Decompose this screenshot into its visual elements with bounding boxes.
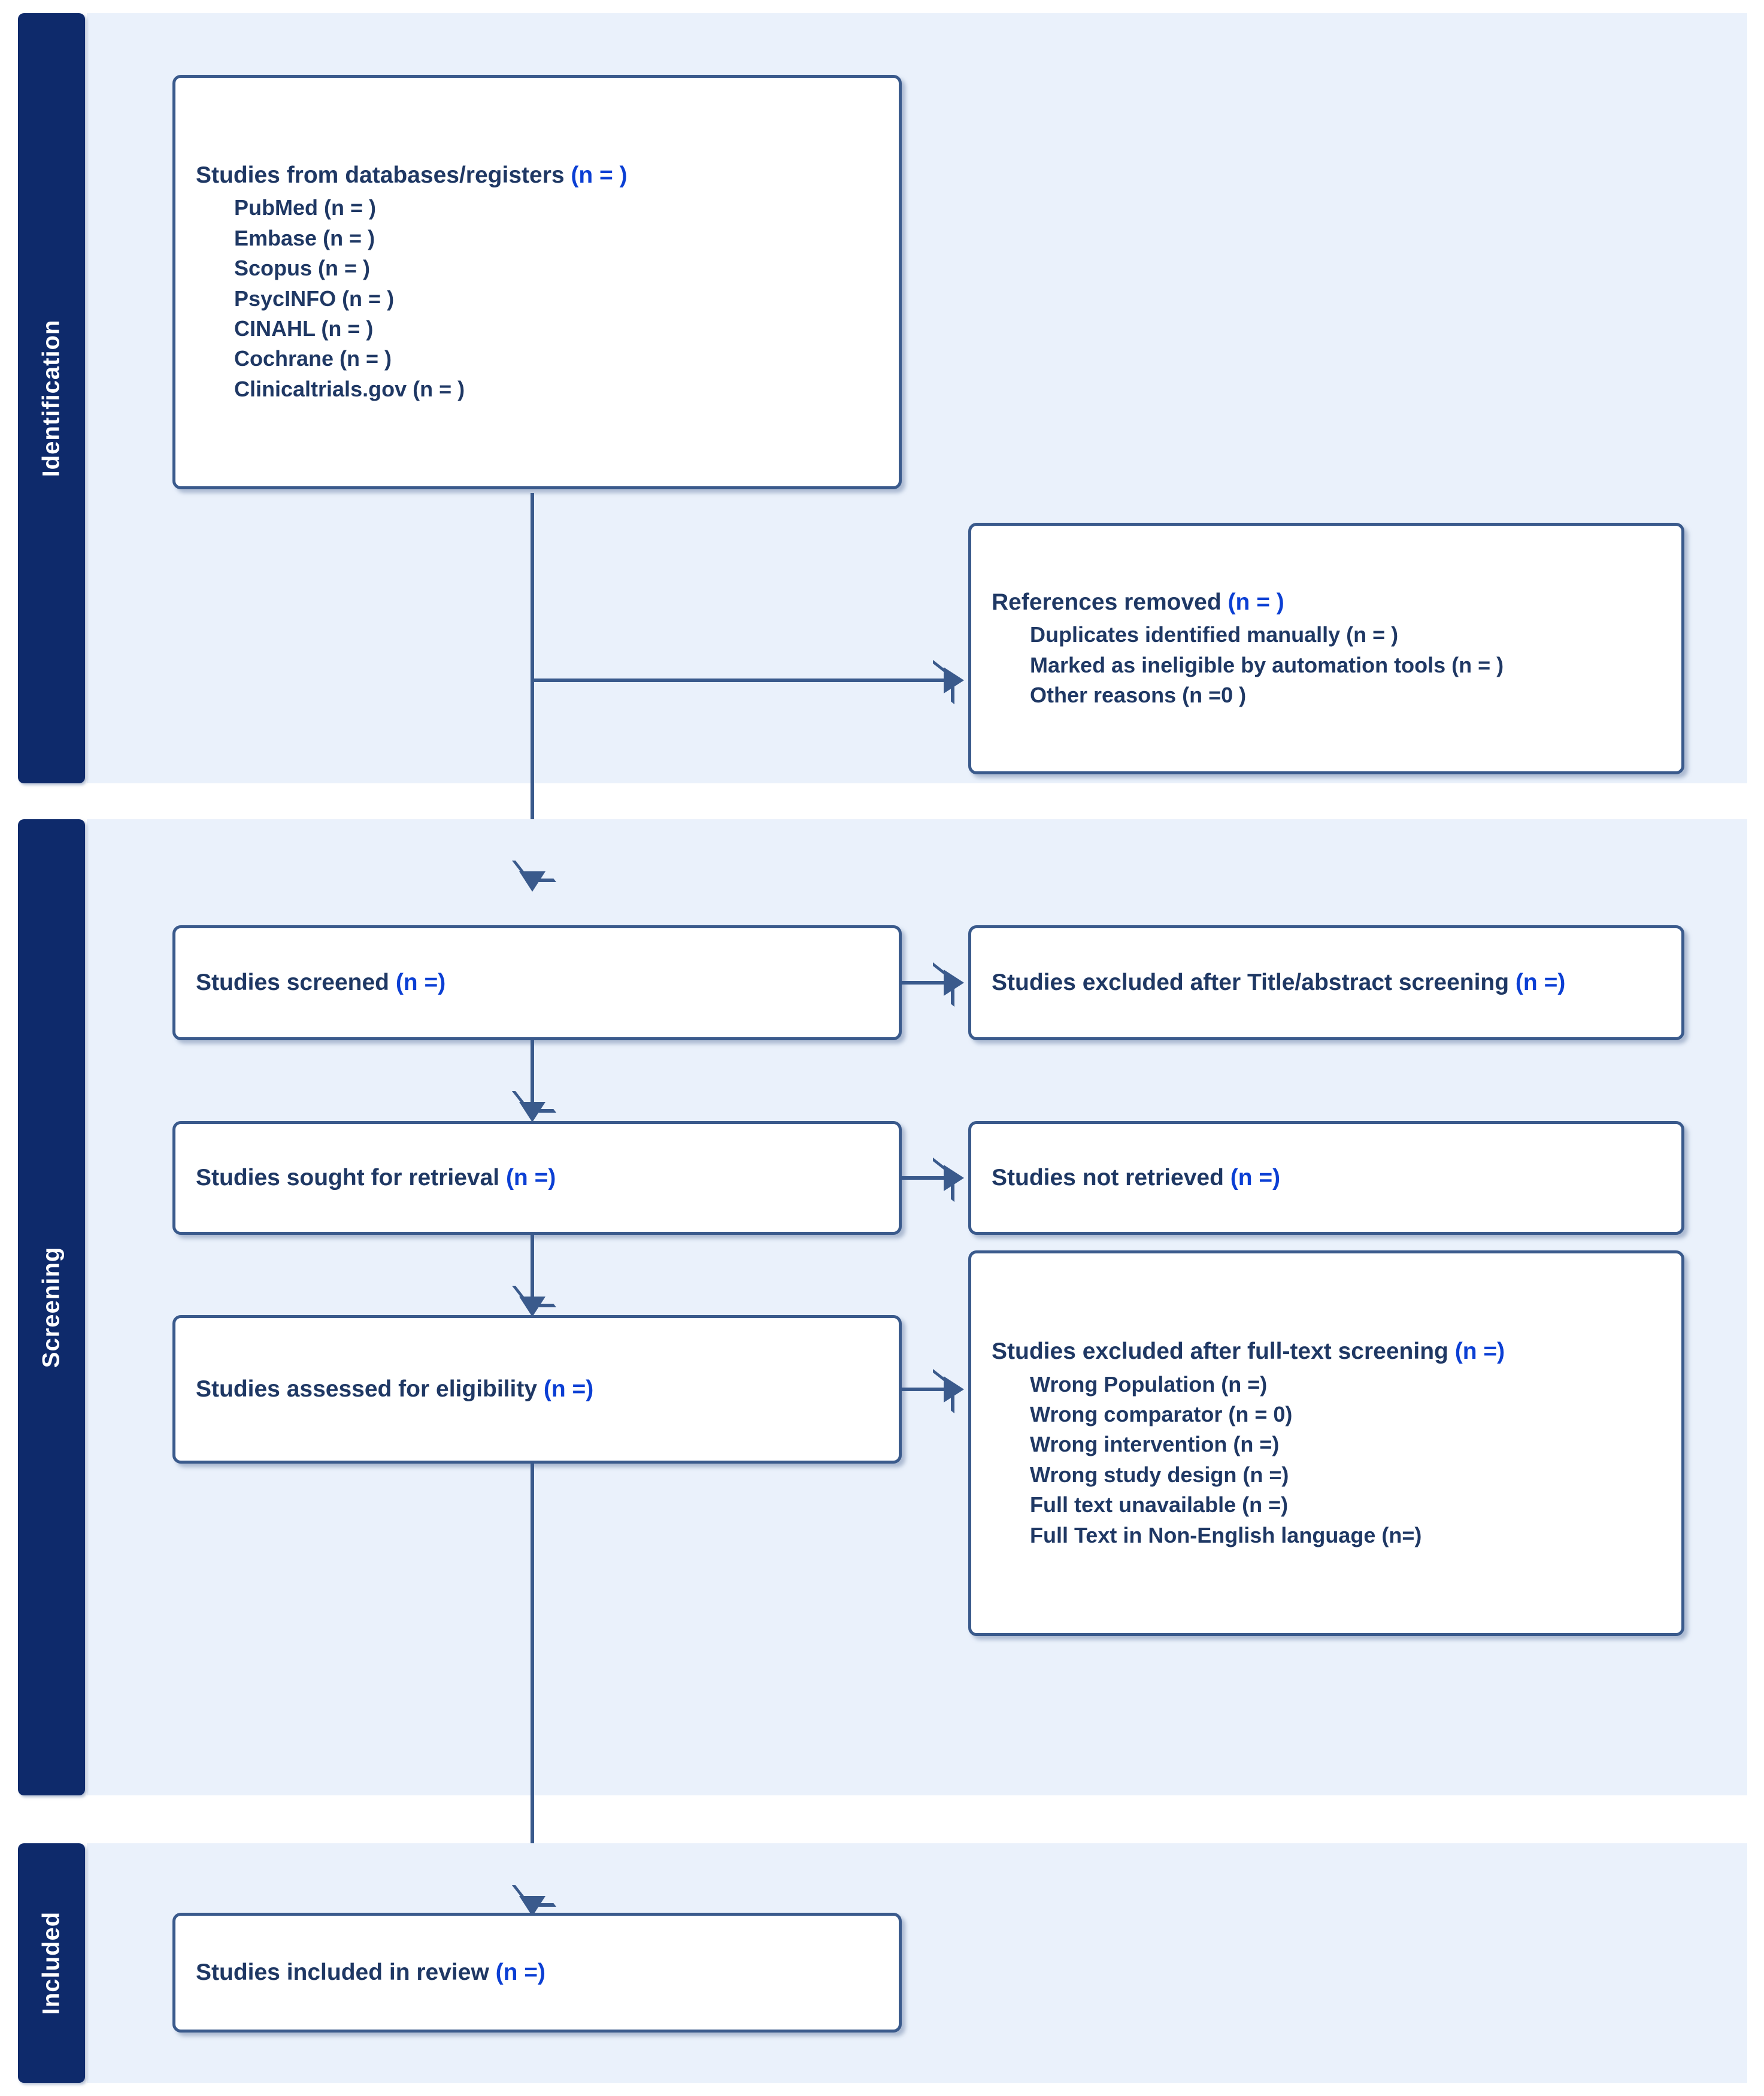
excluded-full-text-title-n: (n =) [1454, 1338, 1505, 1365]
arrowtip-to-studies-screened [519, 871, 545, 892]
list-item: Scopus (n = ) [234, 256, 371, 281]
connector-assessed-to-excluded-full-text [902, 1388, 950, 1391]
list-item: Wrong Population (n =) [1030, 1371, 1268, 1397]
box-studies-included-title: Studies included in review (n =) [196, 1957, 878, 1988]
assessed-eligibility-title-n: (n =) [543, 1376, 594, 1403]
not-retrieved-title-text: Studies not retrieved [992, 1165, 1230, 1191]
list-item: Embase (n = ) [234, 225, 375, 250]
list-item: Duplicates identified manually (n = ) [1030, 622, 1399, 647]
box-excluded-title-abstract: Studies excluded after Title/abstract sc… [968, 925, 1684, 1040]
assessed-eligibility-title-text: Studies assessed for eligibility [196, 1376, 544, 1403]
arrowtip-assessed-to-excluded-full-text [944, 1376, 964, 1403]
arrowtip-to-references-removed [944, 667, 964, 693]
arrowtip-sought-to-assessed [519, 1297, 545, 1317]
box-studies-from-databases: Studies from databases/registers (n = ) … [172, 75, 902, 489]
screening-sidebar: Screening [18, 819, 85, 1795]
list-item: Marked as ineligible by automation tools… [1030, 652, 1504, 677]
box-references-removed-title: References removed (n = ) [992, 587, 1661, 617]
databases-title-n: (n = ) [571, 162, 628, 188]
connector-databases-trunk [531, 493, 534, 882]
excluded-full-text-reason-list: Wrong Population (n =) Wrong comparator … [992, 1370, 1661, 1550]
list-item: PubMed (n = ) [234, 195, 376, 220]
connector-screened-to-excluded [902, 981, 950, 985]
sought-retrieval-title-n: (n =) [505, 1165, 556, 1191]
box-studies-not-retrieved: Studies not retrieved (n =) [968, 1121, 1684, 1235]
databases-source-list: PubMed (n = ) Embase (n = ) Scopus (n = … [196, 193, 878, 404]
arrowtip-screened-to-sought [519, 1102, 545, 1122]
screening-sidebar-label: Screening [38, 1246, 65, 1368]
list-item: Wrong comparator (n = 0) [1030, 1401, 1293, 1426]
connector-sought-to-assessed [531, 1235, 534, 1310]
included-sidebar: Included [18, 1843, 85, 2083]
studies-screened-title-text: Studies screened [196, 970, 396, 996]
box-studies-not-retrieved-title: Studies not retrieved (n =) [992, 1162, 1661, 1193]
box-excluded-title-abstract-title: Studies excluded after Title/abstract sc… [992, 967, 1661, 998]
arrowtip-screened-to-excluded [944, 970, 964, 996]
references-removed-title-text: References removed [992, 589, 1228, 615]
included-review-title-n: (n =) [495, 1959, 546, 1986]
connector-to-references-removed [531, 679, 950, 682]
list-item: CINAHL (n = ) [234, 316, 374, 341]
sought-retrieval-title-text: Studies sought for retrieval [196, 1165, 506, 1191]
list-item: Full text unavailable (n =) [1030, 1492, 1289, 1518]
excluded-title-abstract-text: Studies excluded after Title/abstract sc… [992, 970, 1516, 996]
box-excluded-full-text: Studies excluded after full-text screeni… [968, 1250, 1684, 1636]
identification-sidebar-label: Identification [38, 319, 65, 477]
references-removed-reason-list: Duplicates identified manually (n = ) Ma… [992, 620, 1661, 710]
box-studies-screened: Studies screened (n =) [172, 925, 902, 1040]
list-item: PsycINFO (n = ) [234, 286, 395, 311]
box-studies-screened-title: Studies screened (n =) [196, 967, 878, 998]
included-review-title-text: Studies included in review [196, 1959, 496, 1986]
references-removed-title-n: (n = ) [1227, 589, 1284, 615]
connector-assessed-to-included [531, 1464, 534, 1907]
connector-sought-to-not-retrieved [902, 1176, 950, 1180]
list-item: Cochrane (n = ) [234, 346, 392, 371]
box-references-removed: References removed (n = ) Duplicates ide… [968, 523, 1684, 774]
box-studies-sought-for-retrieval: Studies sought for retrieval (n =) [172, 1121, 902, 1235]
list-item: Wrong intervention (n =) [1030, 1432, 1280, 1457]
list-item: Wrong study design (n =) [1030, 1462, 1289, 1487]
box-studies-sought-title: Studies sought for retrieval (n =) [196, 1162, 878, 1193]
box-studies-assessed-for-eligibility: Studies assessed for eligibility (n =) [172, 1315, 902, 1464]
databases-title-text: Studies from databases/registers [196, 162, 571, 188]
included-sidebar-label: Included [38, 1911, 65, 2015]
box-studies-included-in-review: Studies included in review (n =) [172, 1913, 902, 2033]
identification-sidebar: Identification [18, 13, 85, 783]
studies-screened-title-n: (n =) [395, 970, 446, 996]
excluded-full-text-title-text: Studies excluded after full-text screeni… [992, 1338, 1455, 1365]
list-item: Full Text in Non-English language (n=) [1030, 1522, 1422, 1547]
list-item: Other reasons (n =0 ) [1030, 682, 1247, 707]
box-excluded-full-text-title: Studies excluded after full-text screeni… [992, 1336, 1661, 1367]
box-studies-assessed-title: Studies assessed for eligibility (n =) [196, 1374, 878, 1404]
box-studies-from-databases-title: Studies from databases/registers (n = ) [196, 160, 878, 190]
excluded-title-abstract-n: (n =) [1515, 970, 1566, 996]
arrowtip-sought-to-not-retrieved [944, 1165, 964, 1191]
list-item: Clinicaltrials.gov (n = ) [234, 376, 465, 401]
connector-screened-to-sought [531, 1040, 534, 1115]
not-retrieved-title-n: (n =) [1230, 1165, 1281, 1191]
